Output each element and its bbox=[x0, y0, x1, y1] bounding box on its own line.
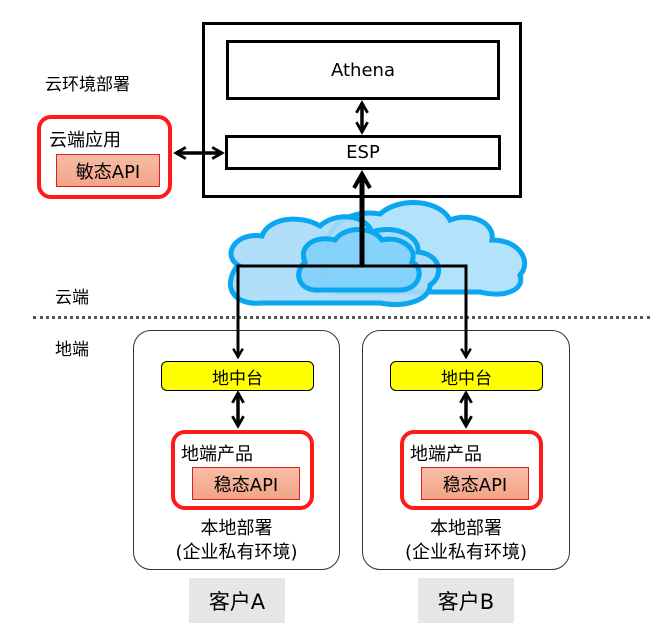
esp-box: ESP bbox=[225, 135, 501, 170]
ground-product-b: 地端产品 稳态API bbox=[400, 430, 543, 510]
middle-platform-b-label: 地中台 bbox=[441, 368, 492, 389]
esp-label: ESP bbox=[346, 142, 380, 163]
deployment-a-line2: (企业私有环境) bbox=[175, 542, 298, 563]
site-customer-b: 地中台 地端产品 稳态API 本地部署 (企业私有环境) bbox=[362, 330, 570, 570]
customer-a-label: 客户A bbox=[189, 578, 285, 623]
cloud-side-label: 云端 bbox=[55, 288, 89, 308]
middle-platform-a: 地中台 bbox=[161, 361, 314, 391]
cloud-ground-divider bbox=[33, 316, 650, 319]
cloud-middle bbox=[296, 227, 422, 293]
stable-api-a-box: 稳态API bbox=[192, 467, 300, 500]
ground-product-b-title: 地端产品 bbox=[410, 444, 482, 465]
stable-api-b-label: 稳态API bbox=[442, 474, 508, 496]
agile-api-box: 敏态API bbox=[56, 154, 160, 187]
athena-box: Athena bbox=[226, 40, 500, 100]
deployment-b-line2: (企业私有环境) bbox=[404, 542, 528, 563]
customer-b-text: 客户B bbox=[437, 589, 495, 614]
ground-side-label: 地端 bbox=[55, 340, 89, 360]
middle-platform-b: 地中台 bbox=[390, 361, 543, 391]
middle-platform-a-label: 地中台 bbox=[212, 368, 263, 389]
cloud-deployment-title: 云环境部署 bbox=[45, 75, 130, 95]
deployment-b-line1: 本地部署 bbox=[430, 518, 502, 539]
ground-product-a: 地端产品 稳态API bbox=[171, 430, 314, 510]
cloud-app-box: 云端应用 敏态API bbox=[37, 115, 172, 199]
ground-product-a-title: 地端产品 bbox=[181, 444, 253, 465]
deployment-a-line1: 本地部署 bbox=[200, 518, 273, 539]
agile-api-label: 敏态API bbox=[75, 161, 141, 183]
stable-api-b-box: 稳态API bbox=[421, 467, 529, 500]
customer-a-text: 客户A bbox=[208, 589, 266, 614]
cloud-front bbox=[227, 214, 442, 307]
cloud-back bbox=[320, 200, 528, 297]
customer-b-label: 客户B bbox=[418, 578, 514, 623]
site-customer-a: 地中台 地端产品 稳态API 本地部署 (企业私有环境) bbox=[133, 330, 340, 570]
stable-api-a-label: 稳态API bbox=[213, 474, 279, 496]
cloud-app-title: 云端应用 bbox=[49, 130, 121, 151]
athena-label: Athena bbox=[331, 59, 395, 81]
